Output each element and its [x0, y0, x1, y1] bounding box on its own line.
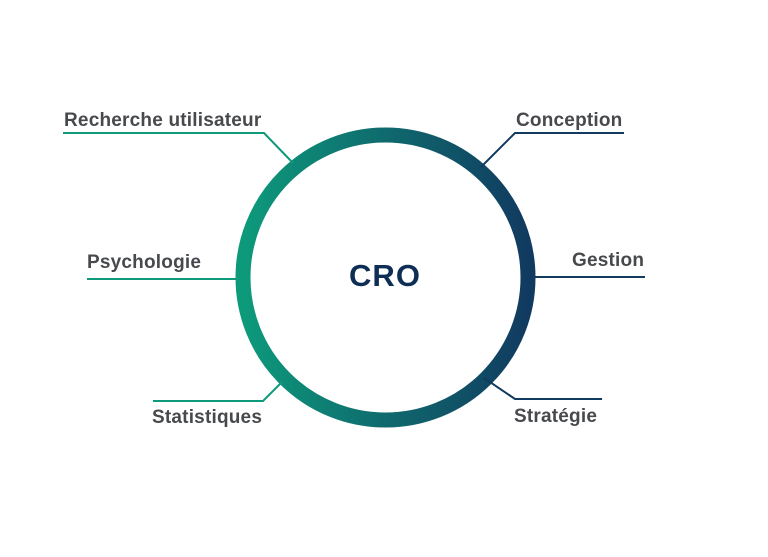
node-label-psychologie: Psychologie — [87, 252, 202, 273]
connector-recherche-utilisateur — [63, 132, 294, 164]
node-label-strategie: Stratégie — [514, 406, 598, 427]
connector-statistiques — [153, 381, 283, 402]
node-label-gestion: Gestion — [572, 250, 645, 271]
hub-title-cro: CRO — [349, 258, 421, 293]
cro-ring — [235, 127, 536, 428]
node-label-conception: Conception — [516, 110, 623, 131]
connector-strategie — [483, 377, 602, 400]
connector-conception — [480, 132, 624, 168]
node-label-statistiques: Statistiques — [152, 407, 263, 428]
node-label-recherche-utilisateur: Recherche utilisateur — [64, 110, 262, 131]
